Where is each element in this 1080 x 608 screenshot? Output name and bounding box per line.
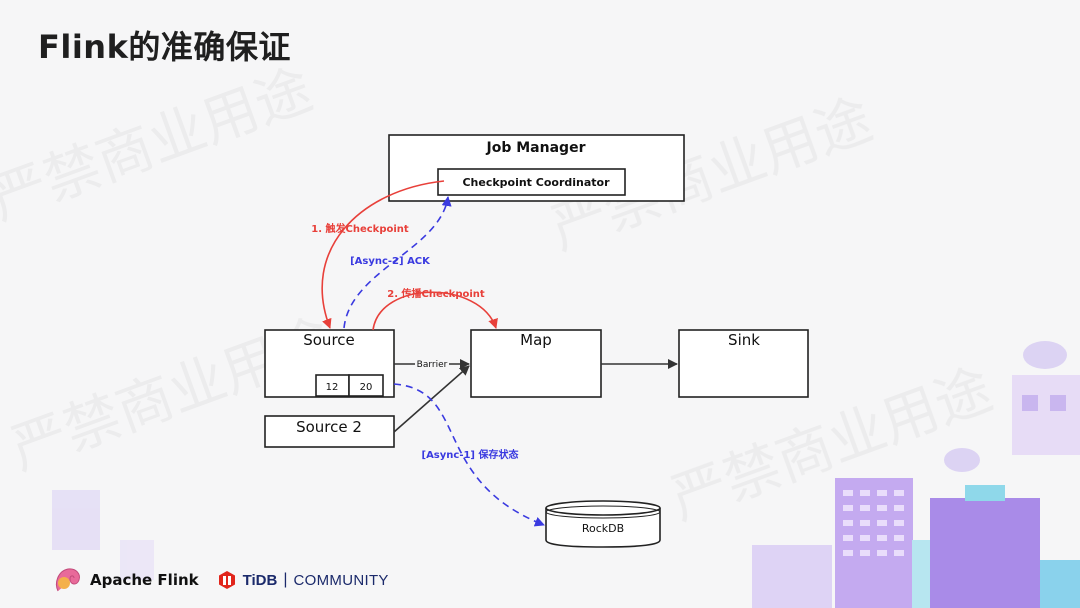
checkpoint-coordinator-box [437,168,626,196]
barrier-label: Barrier [417,360,448,370]
edge-propagate-label: 2. 传播Checkpoint [387,287,485,300]
edge-save-state [393,383,545,527]
sink-node: Sink [678,329,809,398]
edge-ack-label: [Async-2] ACK [350,256,431,267]
tidb-community-logo: TiDB | COMMUNITY [217,570,389,590]
flink-squirrel-icon [55,568,80,592]
rockdb-body [545,508,661,548]
state-value-1: 12 [326,382,339,393]
edge-trigger-label: 1. 触发Checkpoint [311,222,409,235]
community-label: COMMUNITY [293,571,389,589]
sink-label: Sink [728,331,760,349]
rockdb-label: RockDB [582,522,624,535]
barrier-label-bg [415,358,449,370]
page-title: Flink的准确保证 [38,28,291,66]
state-cell-2 [348,374,384,397]
edge-trigger-checkpoint [321,180,445,329]
apache-flink-logo: Apache Flink [52,565,199,595]
tidb-separator: | [283,571,288,588]
tidb-logo-icon [218,571,235,589]
source2-node: Source 2 [264,415,395,448]
map-box [470,329,602,398]
flink-label: Apache Flink [90,571,199,589]
checkpoint-coordinator-label: Checkpoint Coordinator [462,176,610,189]
source-label: Source [303,331,355,349]
source-node: Source 12 20 [264,329,395,398]
rockdb-top [545,500,661,516]
job-manager-label: Job Manager [486,140,586,156]
left-cubes [52,490,154,580]
edge-ack [343,196,452,329]
map-label: Map [520,331,552,349]
footer: Apache Flink TiDB | COMMUNITY [52,562,389,598]
source2-label: Source 2 [296,418,362,436]
edge-propagate-checkpoint [372,291,498,331]
map-node: Map [470,329,602,398]
rockdb-node: RockDB [545,500,661,548]
rockdb-rim [545,505,661,519]
city-illustration [752,341,1080,608]
tidb-label: TiDB [242,571,278,589]
source2-box [264,415,395,448]
edge-save-state-label: [Async-1] 保存状态 [422,448,519,461]
sink-box [678,329,809,398]
job-manager-node: Job Manager Checkpoint Coordinator [388,134,685,202]
state-value-2: 20 [360,382,373,393]
